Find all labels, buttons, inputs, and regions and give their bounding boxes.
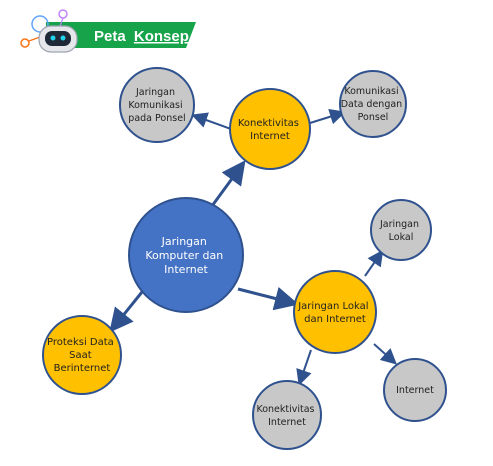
node-jaringan-lokal-line-2: Lokal: [389, 232, 414, 243]
node-internet-line-1: Internet: [396, 385, 434, 396]
node-konektivitas-leaf-line-1: Konektivitas: [256, 404, 314, 415]
node-main-line-1: Jaringan: [161, 235, 207, 248]
svg-text:Jaringan Lokal dan Int: Jaringan Lokal dan Internet: [297, 301, 372, 325]
banner-shape: [46, 22, 196, 48]
node-komunikasi-data: Komunikasi Data dengan Ponsel: [339, 70, 407, 138]
node-jaringan-lokal-internet-line-2: dan Internet: [304, 314, 366, 325]
node-konektivitas: Konektivitas Internet: [229, 88, 311, 170]
connectors: [109, 108, 397, 386]
node-konektivitas-line-2: Internet: [250, 131, 290, 142]
node-jaringan-lokal-line-1: Jaringan: [379, 219, 419, 230]
node-jaringan-lokal-internet-line-1: Jaringan Lokal: [297, 301, 368, 312]
node-komunikasi-data-line-3: Ponsel: [358, 112, 389, 123]
node-jaringan-lokal-internet: Jaringan Lokal dan Internet: [293, 270, 377, 354]
node-konektivitas-leaf-line-2: Internet: [268, 417, 306, 428]
arrow-lokal-internet-to-konektivitas-leaf: [296, 349, 312, 386]
node-proteksi-line-3: Berinternet: [54, 363, 111, 374]
svg-text:Komunikasi Data dengan: Komunikasi Data dengan Ponsel: [341, 86, 406, 123]
node-jaringan-lokal: Jaringan Lokal: [370, 199, 432, 261]
node-main-line-3: Internet: [164, 263, 208, 276]
arrow-konektivitas-to-jaringan-komunikasi: [191, 112, 232, 130]
node-main-line-2: Komputer dan: [145, 249, 223, 262]
node-komunikasi-data-line-2: Data dengan: [341, 99, 402, 110]
banner-word-peta: Peta: [94, 28, 126, 45]
svg-text:Konektivitas Internet: Konektivitas Internet: [256, 404, 317, 428]
node-internet: Internet: [383, 358, 447, 422]
robot-head-icon: [20, 9, 78, 53]
node-main: Jaringan Komputer dan Internet: [128, 197, 244, 313]
arrow-lokal-internet-to-jaringan-lokal: [364, 249, 384, 277]
svg-text:Jaringan Komunikasi: Jaringan Komunikasi pada Ponsel: [128, 87, 185, 124]
svg-text:Jaringan Lokal: Jaringan Lokal: [379, 219, 422, 243]
svg-text:Internet: Internet: [396, 385, 434, 396]
node-proteksi-line-1: Proteksi Data: [47, 337, 114, 348]
svg-text:Proteksi Data Saat: Proteksi Data Saat Berinternet: [47, 337, 117, 374]
arrow-main-to-jaringan-lokal-internet: [237, 286, 299, 311]
node-konektivitas-internet-leaf: Konektivitas Internet: [252, 380, 322, 450]
node-jaringan-komunikasi-line-2: Komunikasi: [128, 100, 182, 111]
arrow-main-to-konektivitas: [210, 160, 246, 207]
svg-text:Konektivitas Internet: Konektivitas Internet: [238, 118, 302, 142]
svg-text:Jaringan Komputer dan: Jaringan Komputer dan Internet: [145, 235, 226, 276]
node-konektivitas-line-1: Konektivitas: [238, 118, 299, 129]
banner-title: Peta Konsep: [94, 28, 189, 45]
node-proteksi-line-2: Saat: [69, 350, 92, 361]
node-jaringan-komunikasi-line-3: pada Ponsel: [128, 113, 185, 124]
header-banner: Peta Konsep: [20, 9, 196, 53]
arrow-main-to-proteksi: [109, 291, 144, 333]
node-jaringan-komunikasi-line-1: Jaringan: [135, 87, 175, 98]
arrow-konektivitas-to-komunikasi-data: [309, 108, 346, 125]
banner-word-konsep: Konsep: [134, 28, 189, 45]
node-proteksi: Proteksi Data Saat Berinternet: [42, 315, 122, 395]
arrow-lokal-internet-to-internet: [373, 343, 397, 365]
node-komunikasi-data-line-1: Komunikasi: [344, 86, 398, 97]
node-jaringan-komunikasi: Jaringan Komunikasi pada Ponsel: [119, 67, 195, 143]
